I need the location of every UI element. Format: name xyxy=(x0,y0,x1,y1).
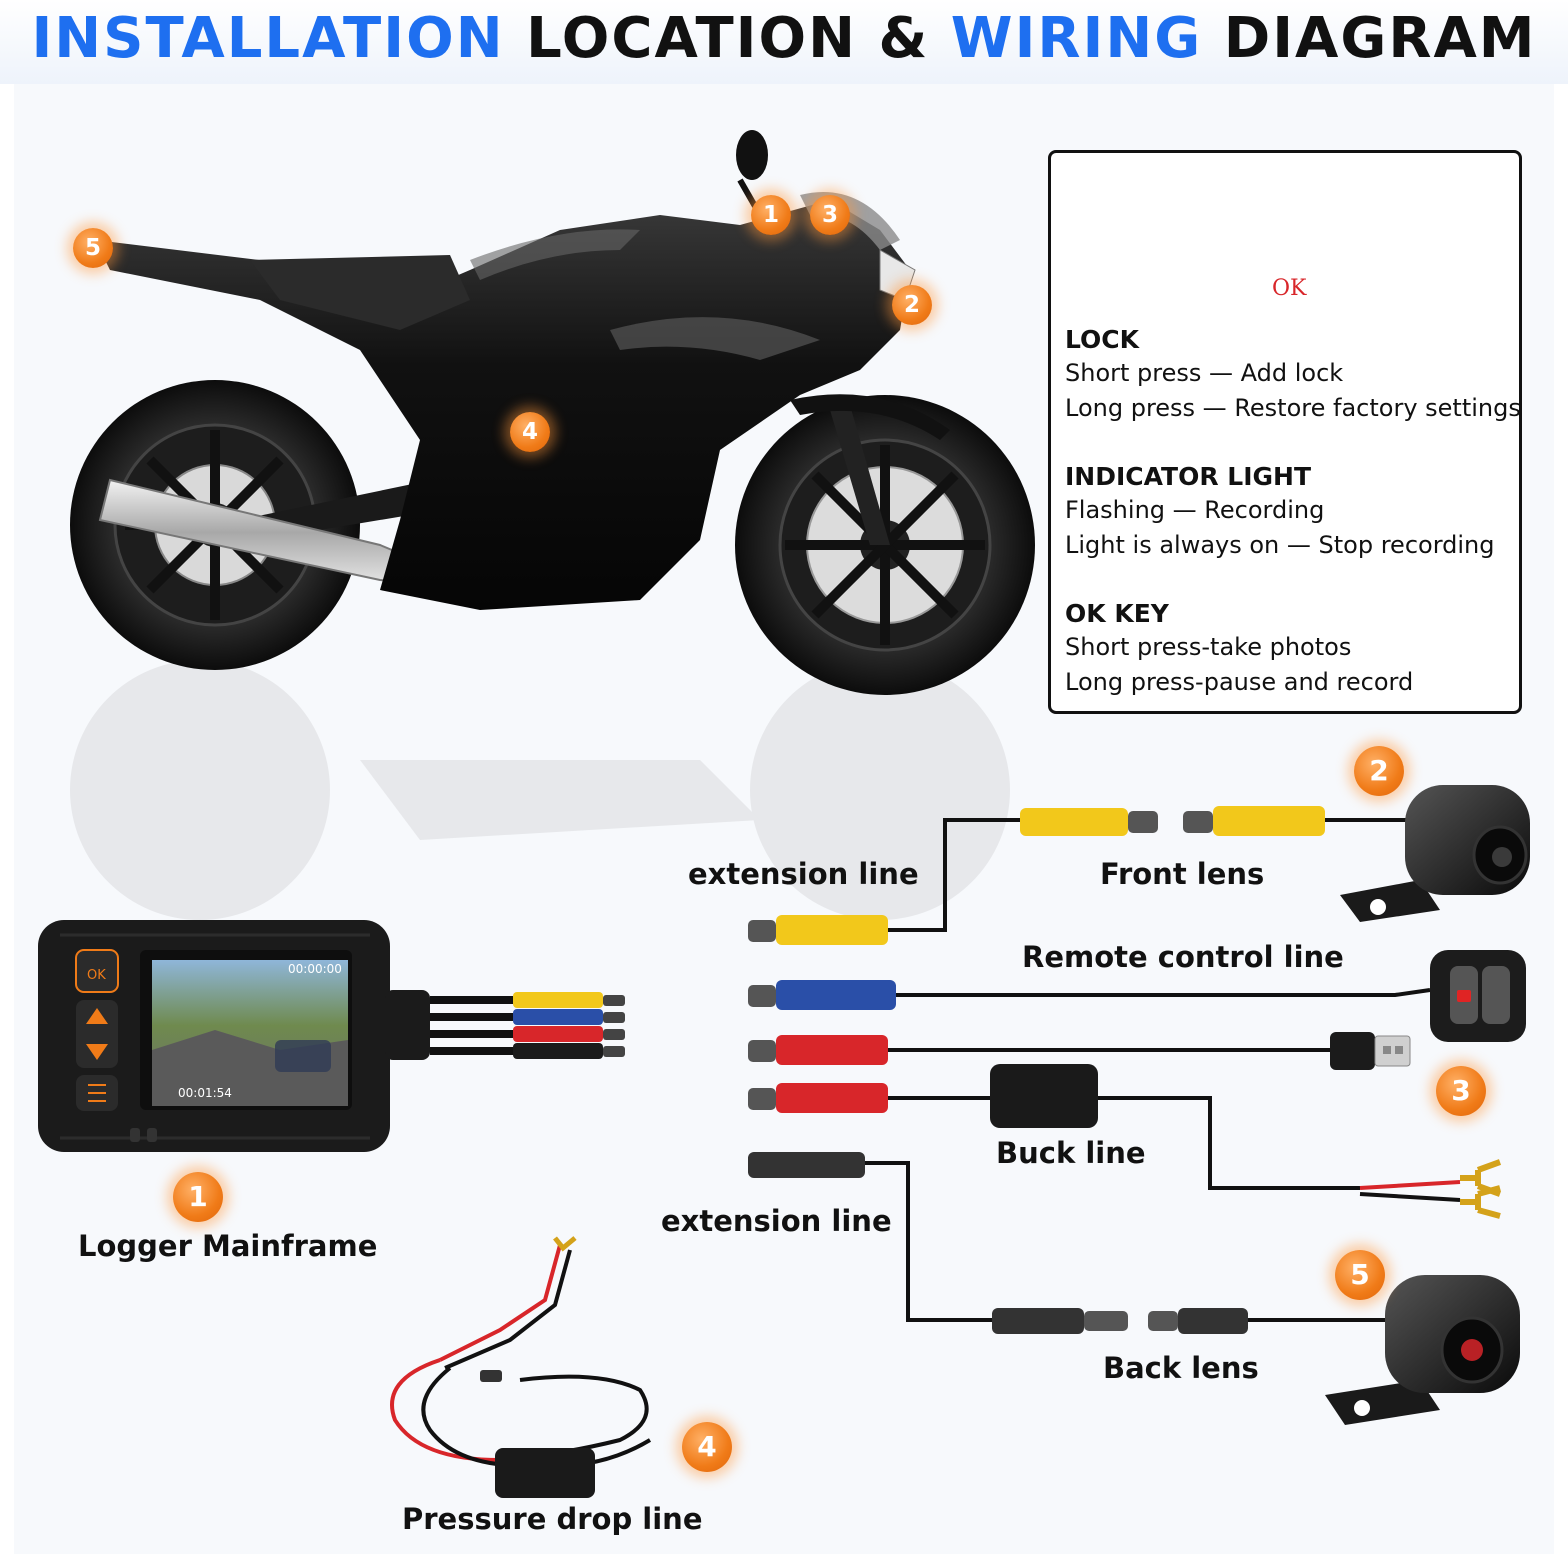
connector-usb xyxy=(748,1035,888,1065)
badge-4-pressure: 4 xyxy=(682,1422,732,1472)
indicator-heading: INDICATOR LIGHT xyxy=(1065,462,1312,491)
badge-3-usb: 3 xyxy=(1436,1066,1486,1116)
dash-camera-icon xyxy=(38,920,625,1152)
wiring-harness xyxy=(865,818,1431,1322)
badge-3-bike: 3 xyxy=(810,195,850,235)
badge-4-bike: 4 xyxy=(510,412,550,452)
back-camera-icon xyxy=(1325,1275,1520,1425)
remote-info-panel: LOCK Short press — Add lock Long press —… xyxy=(1048,150,1522,714)
badge-5-back-lens: 5 xyxy=(1335,1250,1385,1300)
ok-key-line-1: Short press-take photos xyxy=(1065,633,1352,661)
badge-5-bike: 5 xyxy=(73,228,113,268)
lock-heading: LOCK xyxy=(1065,325,1140,354)
label-buck-line: Buck line xyxy=(996,1136,1146,1170)
mirror-icon xyxy=(736,130,768,180)
indicator-line-1: Flashing — Recording xyxy=(1065,496,1325,524)
label-remote-control-line: Remote control line xyxy=(1022,940,1344,974)
indicator-line-2: Light is always on — Stop recording xyxy=(1065,531,1495,559)
screen-elapsed: 00:01:54 xyxy=(178,1086,232,1100)
lock-line-2: Long press — Restore factory settings xyxy=(1065,394,1521,422)
up-arrow-icon xyxy=(86,1008,108,1024)
connector-extension-bottom xyxy=(748,1152,1248,1334)
title-diagram: DIAGRAM xyxy=(1223,6,1537,71)
badge-2-bike: 2 xyxy=(892,285,932,325)
buck-converter-icon xyxy=(990,1064,1098,1128)
camera-ok-label: OK xyxy=(87,968,106,983)
menu-icon xyxy=(88,1084,106,1102)
motorcycle-image xyxy=(70,130,1035,920)
label-back-lens: Back lens xyxy=(1103,1351,1259,1385)
fork-terminal-icon xyxy=(1460,1159,1502,1219)
title-banner xyxy=(0,0,1568,84)
title-installation: INSTALLATION xyxy=(31,6,505,71)
page-title: INSTALLATION LOCATION & WIRING DIAGRAM xyxy=(0,6,1568,72)
label-extension-line-top: extension line xyxy=(688,857,919,891)
front-camera-icon xyxy=(1340,785,1530,922)
lock-line-1: Short press — Add lock xyxy=(1065,359,1344,387)
badge-2-front-lens: 2 xyxy=(1354,746,1404,796)
power-box-icon xyxy=(390,1236,652,1498)
remote-control-small-icon xyxy=(1430,950,1526,1042)
label-extension-line-bottom: extension line xyxy=(661,1204,892,1238)
usb-plug-icon xyxy=(1330,1032,1411,1070)
badge-1-bike: 1 xyxy=(751,195,791,235)
title-wiring: WIRING xyxy=(950,6,1203,71)
ok-key-heading: OK KEY xyxy=(1065,599,1169,628)
label-pressure-drop-line: Pressure drop line xyxy=(402,1502,703,1536)
screen-time: 00:00:00 xyxy=(288,962,342,976)
badge-1-mainframe: 1 xyxy=(173,1172,223,1222)
connector-extension-top-right xyxy=(1020,808,1158,836)
connector-remote xyxy=(748,980,896,1010)
remote-ok-key-label: OK xyxy=(1272,276,1307,301)
label-logger-mainframe: Logger Mainframe xyxy=(78,1229,378,1263)
power-ok-button xyxy=(75,949,119,993)
connector-front-lens xyxy=(1183,806,1325,836)
connector-buck xyxy=(748,1083,888,1113)
label-front-lens: Front lens xyxy=(1100,857,1265,891)
ok-key-line-2: Long press-pause and record xyxy=(1065,668,1414,696)
title-location: LOCATION & xyxy=(526,6,930,71)
connector-extension-top-left xyxy=(748,915,888,945)
down-arrow-icon xyxy=(86,1044,108,1060)
